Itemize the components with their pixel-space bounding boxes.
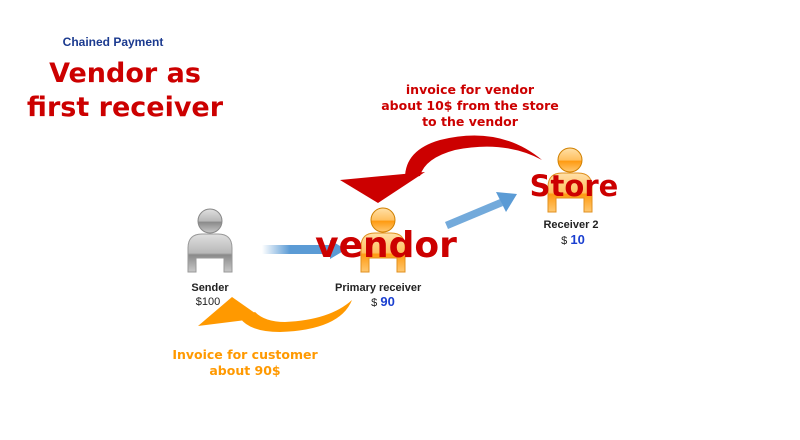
amount-value: 90 [380,294,395,309]
vendor-overlay-label: vendor [315,225,457,266]
payment-arrow-sender-to-primary [262,240,346,259]
receiver2-amount: $ 10 [561,232,585,247]
vendor-invoice-note: invoice for vendor about 10$ from the st… [381,82,559,130]
diagram-title: Chained Payment [62,35,164,49]
currency: $ [371,297,378,309]
store-overlay-label: Store [529,169,619,203]
primary-receiver-person-icon [360,207,406,273]
invoice-arrow-store-to-vendor [340,135,542,203]
heading-line-1: Vendor as [49,58,201,89]
primary-receiver-amount: $ 90 [371,294,395,309]
sender-amount: $100 [195,296,221,308]
currency: $ [561,235,568,247]
primary-receiver-label: Primary receiver [335,282,422,294]
heading-line-2: first receiver [26,92,224,123]
amount-value: 10 [570,232,585,247]
note-line: Invoice for customer [172,347,318,362]
invoice-arrow-vendor-to-customer [198,297,352,332]
sender-person-icon [187,208,233,273]
note-line: about 10$ from the store [381,98,559,113]
customer-invoice-note: Invoice for customer about 90$ [172,347,317,379]
payment-arrow-primary-to-receiver2 [445,192,517,229]
receiver2-person-icon [547,147,593,213]
note-line: to the vendor [422,114,518,129]
note-line: about 90$ [209,363,281,378]
note-line: invoice for vendor [405,82,535,97]
receiver2-label: Receiver 2 [543,219,599,231]
sender-label: Sender [191,282,229,294]
